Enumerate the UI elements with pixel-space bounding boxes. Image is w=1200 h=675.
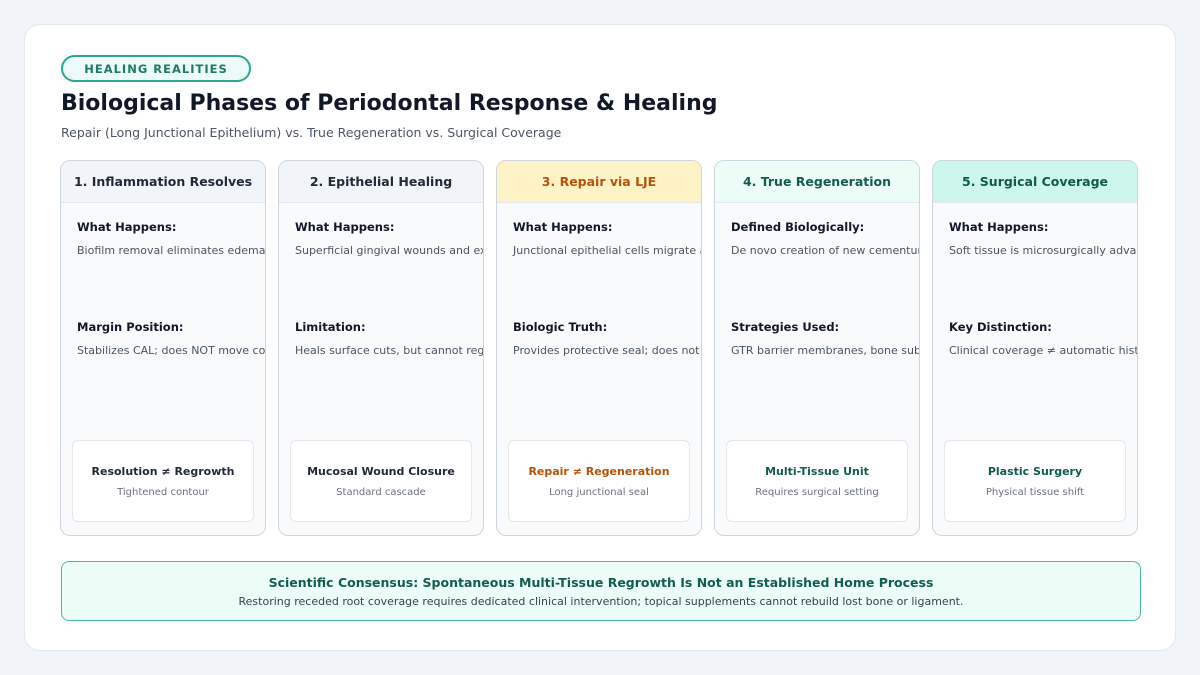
section-label: Margin Position: [77, 320, 184, 334]
card-header: 2. Epithelial Healing [279, 161, 483, 203]
section-label: What Happens: [77, 220, 177, 234]
banner-title: Scientific Consensus: Spontaneous Multi-… [268, 574, 934, 590]
section-what-happens: What Happens: Biofilm removal eliminates… [77, 220, 266, 257]
section-biologic-truth: Biologic Truth: Provides protective seal… [513, 320, 701, 357]
card-summary: Resolution ≠ Regrowth Tightened contour [72, 440, 254, 522]
page-subtitle: Repair (Long Junctional Epithelium) vs. … [61, 125, 562, 140]
main-panel: HEALING REALITIES Biological Phases of P… [24, 24, 1176, 651]
section-defined-biologically: Defined Biologically: De novo creation o… [731, 220, 920, 257]
section-text: Junctional epithelial cells migrate alo [513, 244, 702, 257]
phase-card-true-regeneration: 4. True Regeneration Defined Biologicall… [714, 160, 920, 536]
section-label: What Happens: [295, 220, 395, 234]
summary-subtitle: Long junctional seal [549, 486, 649, 498]
section-key-distinction: Key Distinction: Clinical coverage ≠ aut… [949, 320, 1137, 357]
summary-title: Plastic Surgery [987, 464, 1083, 478]
section-text: Provides protective seal; does not forn [513, 344, 701, 357]
summary-title: Resolution ≠ Regrowth [91, 464, 235, 478]
card-header: 3. Repair via LJE [497, 161, 701, 203]
summary-title: Multi-Tissue Unit [765, 464, 869, 478]
card-summary: Plastic Surgery Physical tissue shift [944, 440, 1126, 522]
phase-card-inflammation: 1. Inflammation Resolves What Happens: B… [60, 160, 266, 536]
section-what-happens: What Happens: Superficial gingival wound… [295, 220, 484, 257]
card-header: 1. Inflammation Resolves [61, 161, 265, 203]
section-text: Stabilizes CAL; does NOT move corona [77, 344, 266, 357]
consensus-banner: Scientific Consensus: Spontaneous Multi-… [61, 561, 1141, 621]
section-strategies-used: Strategies Used: GTR barrier membranes, … [731, 320, 919, 357]
section-margin-position: Margin Position: Stabilizes CAL; does NO… [77, 320, 266, 357]
section-label: What Happens: [513, 220, 613, 234]
summary-subtitle: Physical tissue shift [985, 486, 1085, 498]
banner-text: Restoring receded root coverage requires… [238, 594, 964, 608]
section-label: Strategies Used: [731, 320, 840, 334]
phase-card-epithelial: 2. Epithelial Healing What Happens: Supe… [278, 160, 484, 536]
category-tag: HEALING REALITIES [61, 55, 251, 82]
section-what-happens: What Happens: Soft tissue is microsurgic… [949, 220, 1137, 257]
summary-title: Repair ≠ Regeneration [528, 464, 670, 478]
phase-card-repair-lje: 3. Repair via LJE What Happens: Junction… [496, 160, 702, 536]
card-header: 5. Surgical Coverage [933, 161, 1137, 203]
section-label: Key Distinction: [949, 320, 1052, 334]
section-text: Biofilm removal eliminates edema and [77, 244, 266, 257]
section-text: Clinical coverage ≠ automatic histologic… [949, 344, 1137, 357]
summary-subtitle: Tightened contour [117, 486, 209, 498]
section-text: Soft tissue is microsurgically advanced … [949, 244, 1137, 257]
summary-subtitle: Standard cascade [336, 486, 426, 498]
section-what-happens: What Happens: Junctional epithelial cell… [513, 220, 702, 257]
card-summary: Repair ≠ Regeneration Long junctional se… [508, 440, 690, 522]
phase-card-surgical-coverage: 5. Surgical Coverage What Happens: Soft … [932, 160, 1138, 536]
section-label: Defined Biologically: [731, 220, 865, 234]
card-summary: Multi-Tissue Unit Requires surgical sett… [726, 440, 908, 522]
section-label: Limitation: [295, 320, 366, 334]
section-text: De novo creation of new cementum, [731, 244, 920, 257]
section-text: Superficial gingival wounds and excor [295, 244, 484, 257]
summary-subtitle: Requires surgical setting [755, 486, 879, 498]
summary-title: Mucosal Wound Closure [307, 464, 455, 478]
section-limitation: Limitation: Heals surface cuts, but cann… [295, 320, 484, 357]
section-text: Heals surface cuts, but cannot regener [295, 344, 484, 357]
section-label: Biologic Truth: [513, 320, 608, 334]
page-title: Biological Phases of Periodontal Respons… [61, 91, 718, 116]
section-label: What Happens: [949, 220, 1049, 234]
section-text: GTR barrier membranes, bone substitu [731, 344, 919, 357]
card-header: 4. True Regeneration [715, 161, 919, 203]
card-summary: Mucosal Wound Closure Standard cascade [290, 440, 472, 522]
